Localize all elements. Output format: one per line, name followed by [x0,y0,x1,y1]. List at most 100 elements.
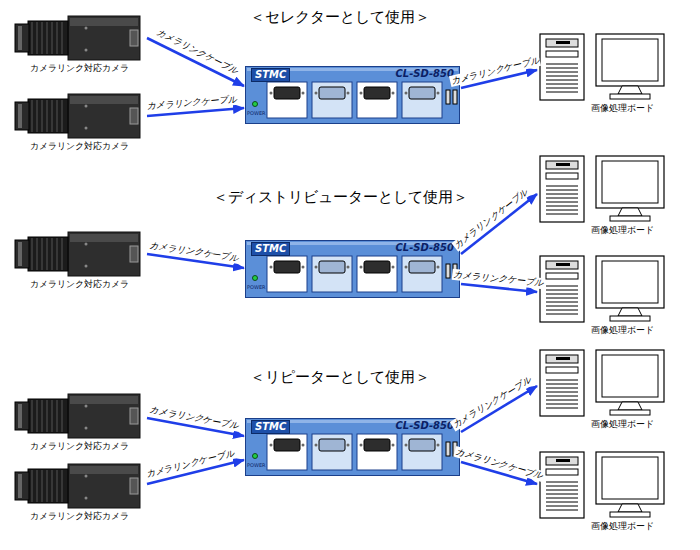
camera-label: カメラリンク対応カメラ [12,140,146,152]
camera-node: カメラリンク対応カメラ [12,230,146,290]
monitor-stand [618,208,642,216]
vent-line [546,482,578,483]
lens-barrel [28,237,68,271]
vent-line [546,408,578,409]
port-screw [347,444,350,447]
brand-logo: STMC [251,68,290,82]
vent-line [546,290,578,291]
lens-knurl [42,238,43,270]
monitor-base [610,316,650,321]
monitor-screen [602,261,658,303]
housing [246,419,460,476]
camera-highlight [70,396,138,404]
lens-knurl [37,470,38,502]
lens-knurl [57,100,58,132]
vent-line [546,76,578,77]
power-led [253,102,258,107]
lens-knurl [32,400,33,432]
lens-knurl [52,238,53,270]
cable-label: カメラリンクケーブル [449,55,541,87]
screw [85,497,88,500]
cable-arrow [461,194,537,254]
vent-line [546,306,578,307]
port-screw [437,266,440,269]
pc-label: 画像処理ボード [576,520,668,532]
pc-label: 画像処理ボード [576,418,668,430]
camera-illustration [12,92,142,140]
port-screw [347,92,350,95]
pc-node: 画像処理ボード [538,448,670,532]
port-connector [364,439,390,451]
brand-logo: STMC [251,420,290,434]
pc-tower [540,156,584,222]
pc-illustration [538,152,668,224]
lens-knurl [42,470,43,502]
lens-knurl [57,400,58,432]
port-panel [312,256,352,292]
section-title: ＜ディストリビューターとして使用＞ [213,188,468,206]
port-panel [312,434,352,470]
dip-switch [446,442,450,456]
port-panel [357,256,397,292]
pc-label: 画像処理ボード [576,224,668,236]
screw [85,405,88,408]
power-led [253,454,258,459]
camera-illustration [12,462,142,510]
lens-front [15,240,29,268]
port-panel [402,434,442,470]
port-connector [274,439,300,451]
camera-illustration [12,392,142,440]
vent-line [546,400,578,401]
lens-knurl [52,100,53,132]
port-screw [405,92,408,95]
lens-barrel [28,21,68,55]
pc-tower [540,34,584,100]
drive-bay [546,51,578,57]
pc-tower [540,350,584,416]
screw [85,265,88,268]
drive-slot [556,357,570,360]
vent-line [546,380,578,381]
power-led [253,276,258,281]
cable-label: カメラリンクケーブル [451,269,544,290]
cable-label: カメラリンクケーブル [148,404,240,432]
vent-line [546,486,578,487]
camera-highlight [70,466,138,474]
screw [85,127,88,130]
lens-knurl [52,470,53,502]
port-screw [437,444,440,447]
vent-line [546,84,578,85]
led-label: POWER [247,284,266,290]
lens-glint [18,104,22,128]
port-screw [302,92,305,95]
camera-illustration [12,230,142,278]
monitor-stand [618,86,642,94]
lens-front [15,24,29,52]
pc-illustration [538,448,668,520]
vent-line [546,388,578,389]
lens-front [15,102,29,130]
monitor-base [610,94,650,99]
vent-line [546,384,578,385]
camera-body [68,464,140,508]
lens-knurl [57,238,58,270]
cable-label: カメラリンクケーブル [454,446,545,482]
port-connector [409,87,435,99]
port-screw [270,444,273,447]
pc-label: 画像処理ボード [576,102,668,114]
monitor-screen [602,355,658,397]
port-connector [319,87,345,99]
lens-front [15,402,29,430]
camera-body [68,394,140,438]
lens-knurl [62,400,63,432]
monitor-frame [596,34,664,86]
vent-line [546,210,578,211]
drive-bay [546,355,578,363]
camera-node: カメラリンク対応カメラ [12,14,146,74]
monitor-screen [602,161,658,203]
monitor-stand [618,402,642,410]
vent-line [546,190,578,191]
camera-node: カメラリンク対応カメラ [12,392,146,452]
cable-label: カメラリンクケーブル [146,94,239,113]
